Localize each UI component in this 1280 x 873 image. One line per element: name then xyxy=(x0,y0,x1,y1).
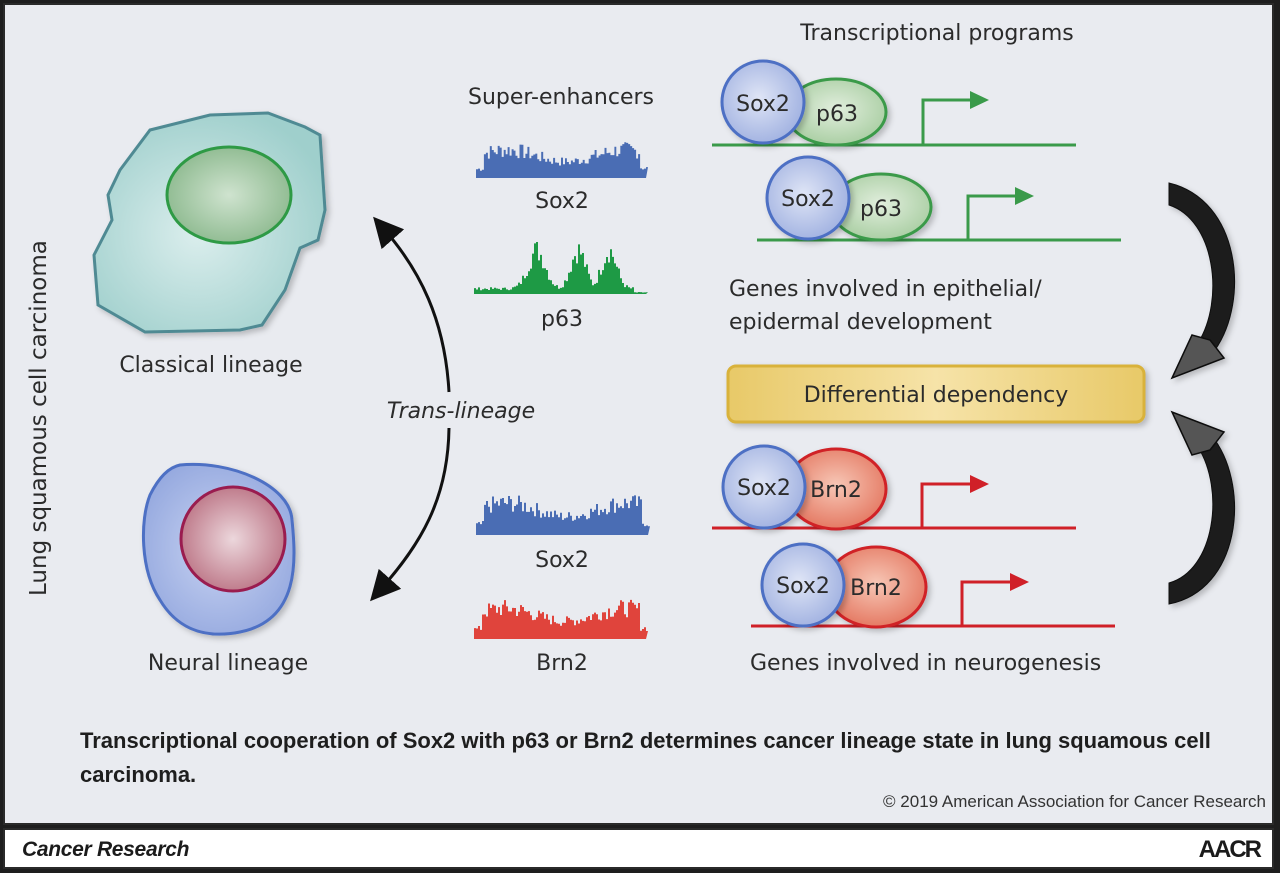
tss-arrow-icon xyxy=(920,482,972,528)
epithelial-genes-label-line1: Genes involved in epithelial/ xyxy=(729,277,1042,302)
tss-arrow-icon xyxy=(921,98,972,145)
factor-sox2-label: Sox2 xyxy=(781,187,835,212)
differential-dependency-label: Differential dependency xyxy=(804,383,1069,408)
figure-caption: Transcriptional cooperation of Sox2 with… xyxy=(80,728,1211,787)
signal-track-brn2 xyxy=(474,599,648,639)
differential-dependency-box xyxy=(726,364,1146,424)
signal-track-p63 xyxy=(474,242,648,294)
factor-sox2-label: Sox2 xyxy=(736,92,790,117)
sox2-p63-complex: Sox2 p63 xyxy=(757,155,1121,242)
track-label-sox2-2: Sox2 xyxy=(535,548,589,573)
classical-nucleus xyxy=(165,145,293,245)
dependency-arrow-top xyxy=(1168,182,1236,380)
factor-sox2-label: Sox2 xyxy=(737,476,791,501)
signal-track-sox2 xyxy=(476,495,650,535)
sox2-brn2-complex: Sox2 Brn2 xyxy=(751,542,1115,629)
signal-track-sox2 xyxy=(476,142,648,178)
footer-bar: Cancer Research AACR xyxy=(3,828,1274,869)
track-label-p63: p63 xyxy=(541,307,583,332)
trans-lineage-arrow-up xyxy=(373,216,451,393)
epithelial-genes-label-line2: epidermal development xyxy=(729,310,992,335)
track-label-brn2: Brn2 xyxy=(536,651,588,676)
journal-name: Cancer Research xyxy=(22,838,190,861)
tss-arrow-icon xyxy=(960,580,1012,626)
classical-lineage-cell xyxy=(92,111,327,334)
neurogenesis-genes-label: Genes involved in neurogenesis xyxy=(750,651,1101,676)
factor-brn2-label: Brn2 xyxy=(850,576,902,601)
dependency-arrow-bottom xyxy=(1168,410,1236,605)
sox2-p63-complex: Sox2 p63 xyxy=(712,59,1076,147)
copyright-notice: © 2019 American Association for Cancer R… xyxy=(883,792,1266,811)
track-label-sox2-1: Sox2 xyxy=(535,189,589,214)
classical-lineage-label: Classical lineage xyxy=(119,353,302,378)
factor-p63-label: p63 xyxy=(860,197,902,222)
neural-lineage-label: Neural lineage xyxy=(148,651,308,676)
super-enhancer-tracks xyxy=(474,142,650,639)
factor-brn2-label: Brn2 xyxy=(810,478,862,503)
aacr-logo: AACR xyxy=(1198,836,1262,863)
tss-arrow-icon xyxy=(966,194,1017,240)
transcriptional-programs-title: Transcriptional programs xyxy=(799,21,1073,46)
trans-lineage-label: Trans-lineage xyxy=(387,399,535,424)
factor-p63-label: p63 xyxy=(816,102,858,127)
factor-sox2-label: Sox2 xyxy=(776,574,830,599)
neural-nucleus xyxy=(179,485,287,593)
neural-lineage-cell xyxy=(142,462,296,636)
trans-lineage-arrow-down xyxy=(370,427,451,602)
diagram-canvas: Lung squamous cell carcinoma Classical l… xyxy=(26,21,1236,676)
sox2-brn2-complex: Sox2 Brn2 xyxy=(712,444,1076,531)
super-enhancers-title: Super-enhancers xyxy=(468,85,654,110)
side-label: Lung squamous cell carcinoma xyxy=(26,240,52,596)
